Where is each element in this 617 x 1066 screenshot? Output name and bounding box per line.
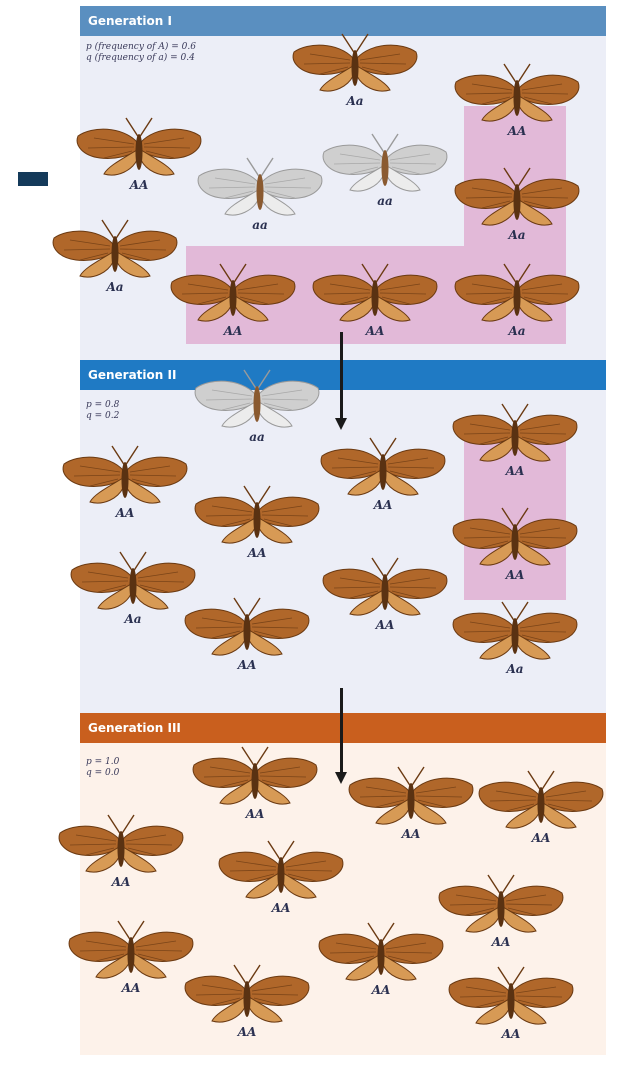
allele-frequencies: p (frequency of A) = 0.6 q (frequency of… bbox=[86, 42, 196, 64]
genotype-label: Aa bbox=[50, 280, 180, 294]
arrowhead bbox=[335, 772, 347, 784]
moth: AA bbox=[66, 919, 196, 1001]
genotype-label: AA bbox=[316, 983, 446, 997]
genotype-label: AA bbox=[182, 1025, 312, 1039]
moth: AA bbox=[168, 262, 298, 344]
moth: AA bbox=[192, 484, 322, 566]
genotype-label: Aa bbox=[450, 662, 580, 676]
generation-arrow bbox=[340, 688, 343, 774]
moth: AA bbox=[320, 556, 450, 638]
generation-2-panel: Generation II p = 0.8 q = 0.2 aa AA AA A… bbox=[80, 360, 606, 714]
genotype-label: AA bbox=[346, 827, 476, 841]
moth: AA bbox=[452, 62, 582, 144]
frequency-p: p (frequency of A) = 0.6 bbox=[86, 42, 196, 53]
genotype-label: AA bbox=[310, 324, 440, 338]
genotype-label: aa bbox=[320, 194, 450, 208]
genotype-label: Aa bbox=[452, 228, 582, 242]
moth: AA bbox=[310, 262, 440, 344]
genotype-label: AA bbox=[60, 506, 190, 520]
moth: AA bbox=[182, 596, 312, 678]
genotype-label: AA bbox=[318, 498, 448, 512]
genotype-label: AA bbox=[56, 875, 186, 889]
generation-1-panel: Generation I p (frequency of A) = 0.6 q … bbox=[80, 6, 606, 361]
moth: Aa bbox=[450, 600, 580, 682]
frequency-q: q (frequency of a) = 0.4 bbox=[86, 53, 196, 64]
frequency-p: p = 0.8 bbox=[86, 400, 119, 411]
side-marker bbox=[18, 172, 48, 186]
genotype-label: AA bbox=[216, 901, 346, 915]
allele-frequencies: p = 1.0 q = 0.0 bbox=[86, 757, 119, 779]
moth: Aa bbox=[452, 166, 582, 248]
generation-arrow bbox=[340, 332, 343, 420]
genotype-label: AA bbox=[66, 981, 196, 995]
moth: AA bbox=[190, 745, 320, 827]
genotype-label: AA bbox=[182, 658, 312, 672]
moth: AA bbox=[476, 769, 606, 851]
genotype-label: Aa bbox=[68, 612, 198, 626]
allele-frequencies: p = 0.8 q = 0.2 bbox=[86, 400, 119, 422]
genotype-label: AA bbox=[436, 935, 566, 949]
moth: aa bbox=[192, 368, 322, 450]
generation-3-panel: Generation III p = 1.0 q = 0.0 AA AA AA … bbox=[80, 713, 606, 1055]
genotype-label: AA bbox=[446, 1027, 576, 1041]
generation-2-header: Generation II bbox=[80, 360, 606, 390]
moth: AA bbox=[60, 444, 190, 526]
genotype-label: AA bbox=[192, 546, 322, 560]
moth: AA bbox=[74, 116, 204, 198]
moth: aa bbox=[320, 132, 450, 214]
genotype-label: AA bbox=[74, 178, 204, 192]
genotype-label: AA bbox=[476, 831, 606, 845]
frequency-q: q = 0.0 bbox=[86, 768, 119, 779]
moth: AA bbox=[316, 921, 446, 1003]
arrowhead bbox=[335, 418, 347, 430]
moth: AA bbox=[436, 873, 566, 955]
moth: Aa bbox=[452, 262, 582, 344]
genotype-label: AA bbox=[450, 464, 580, 478]
moth: AA bbox=[446, 965, 576, 1047]
moth: AA bbox=[318, 436, 448, 518]
moth: Aa bbox=[50, 218, 180, 300]
genotype-label: AA bbox=[450, 568, 580, 582]
frequency-q: q = 0.2 bbox=[86, 411, 119, 422]
genotype-label: aa bbox=[192, 430, 322, 444]
genotype-label: AA bbox=[320, 618, 450, 632]
moth: Aa bbox=[290, 32, 420, 114]
moth: AA bbox=[182, 963, 312, 1045]
moth: AA bbox=[216, 839, 346, 921]
moth: Aa bbox=[68, 550, 198, 632]
genotype-label: Aa bbox=[452, 324, 582, 338]
genotype-label: AA bbox=[190, 807, 320, 821]
genotype-label: Aa bbox=[290, 94, 420, 108]
genotype-label: aa bbox=[195, 218, 325, 232]
generation-3-header: Generation III bbox=[80, 713, 606, 743]
frequency-p: p = 1.0 bbox=[86, 757, 119, 768]
moth: AA bbox=[56, 813, 186, 895]
moth: aa bbox=[195, 156, 325, 238]
moth: AA bbox=[346, 765, 476, 847]
genotype-label: AA bbox=[452, 124, 582, 138]
moth: AA bbox=[450, 402, 580, 484]
genotype-label: AA bbox=[168, 324, 298, 338]
moth: AA bbox=[450, 506, 580, 588]
